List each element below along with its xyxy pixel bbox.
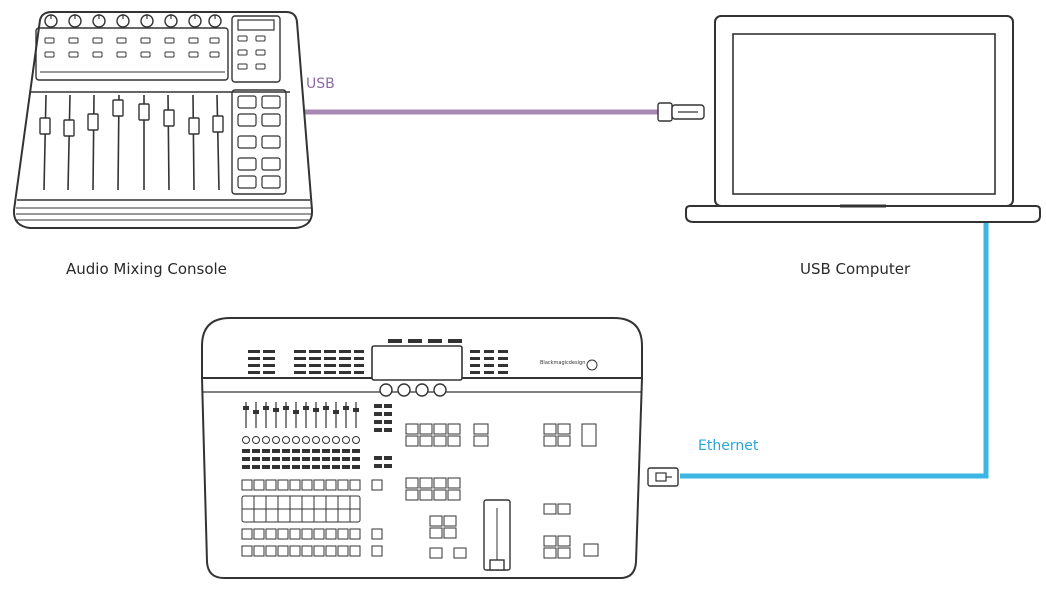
usb-cable — [298, 102, 705, 122]
audio-mixing-console-label: Audio Mixing Console — [66, 260, 227, 278]
ethernet-connector-icon — [647, 467, 679, 487]
laptop-icon — [685, 15, 1041, 223]
ethernet-cable — [647, 222, 989, 487]
ethernet-cable-label: Ethernet — [698, 438, 759, 454]
usb-connector-icon — [657, 102, 705, 122]
usb-cable-label: USB — [306, 76, 335, 92]
switcher-brand-label: Blackmagicdesign — [540, 360, 586, 366]
mixing-console-icon — [12, 11, 314, 229]
switcher-panel-icon — [200, 317, 644, 579]
usb-computer-label: USB Computer — [800, 260, 911, 278]
